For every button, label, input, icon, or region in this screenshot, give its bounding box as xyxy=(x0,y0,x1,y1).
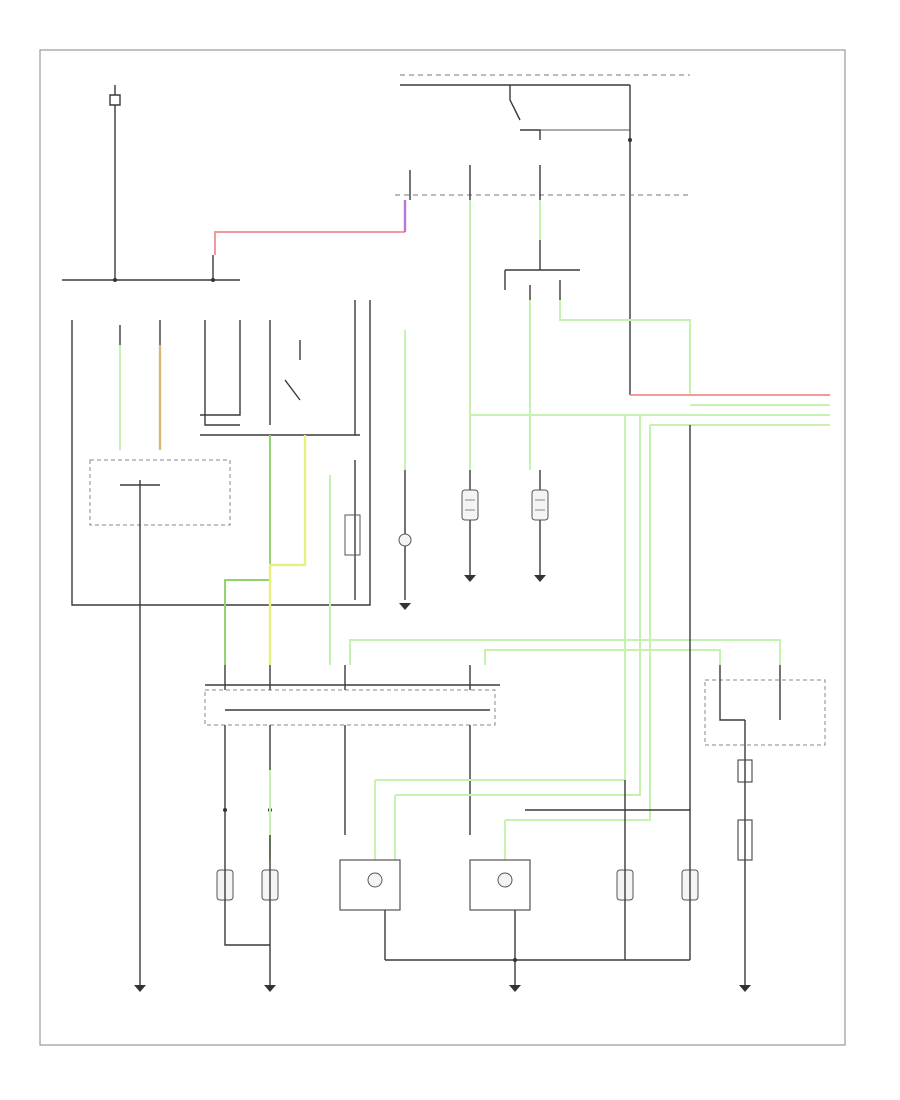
green-route-2 xyxy=(484,649,721,665)
lighting-control-module xyxy=(204,665,500,835)
green-route-6 xyxy=(505,425,651,821)
fuse-box-left xyxy=(62,85,240,282)
left-headlamp-upper xyxy=(461,470,479,582)
diagram-border xyxy=(39,49,846,1046)
green-route-1 xyxy=(349,639,781,665)
headlight-relay xyxy=(395,74,690,395)
bus-right xyxy=(525,425,691,811)
right-headlamp-lower xyxy=(261,835,279,992)
dk-green-wire xyxy=(224,435,271,665)
dimmer-relay xyxy=(504,240,691,470)
high-beam-indicator xyxy=(398,330,412,610)
left-headlamp-lower xyxy=(216,835,270,946)
ground-mark xyxy=(509,985,521,992)
right-headlamp-upper xyxy=(531,470,549,582)
yellow-wire xyxy=(268,435,307,665)
right-auto-leveling xyxy=(469,859,531,985)
green-route-5 xyxy=(395,415,641,796)
left-fog-lamp xyxy=(616,780,634,960)
fog-lamp-switch xyxy=(704,665,826,992)
pink-wire xyxy=(214,231,405,255)
right-fog-lamp xyxy=(681,810,699,960)
headlight-switch-assembly xyxy=(71,300,371,992)
dimmer-switch xyxy=(344,514,361,556)
left-auto-leveling xyxy=(339,859,401,960)
